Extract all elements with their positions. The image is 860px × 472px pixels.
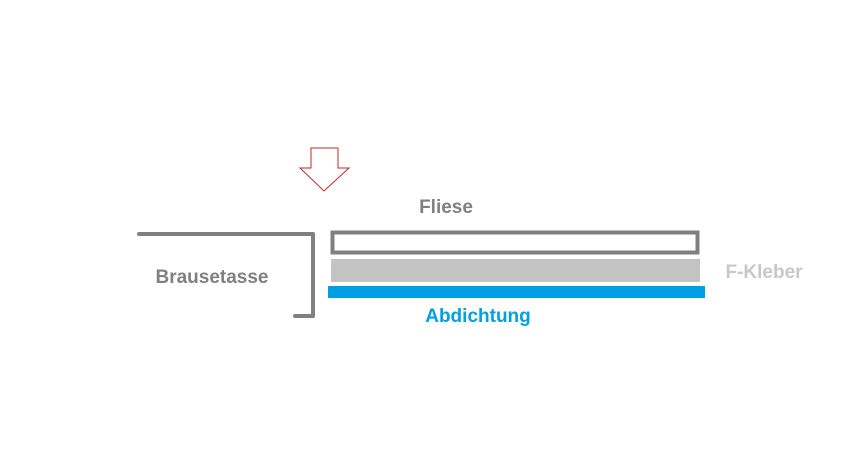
sealing-label: Abdichtung: [425, 306, 531, 327]
shower-tray-label: Brausetasse: [155, 267, 269, 288]
tile-layer: [330, 230, 700, 255]
shower-tray-outline: [137, 232, 315, 318]
down-arrow-icon: [298, 147, 351, 192]
adhesive-label: F-Kleber: [725, 262, 803, 283]
tile-label: Fliese: [419, 197, 473, 218]
adhesive-layer: [331, 259, 700, 282]
sealing-layer: [328, 286, 705, 298]
